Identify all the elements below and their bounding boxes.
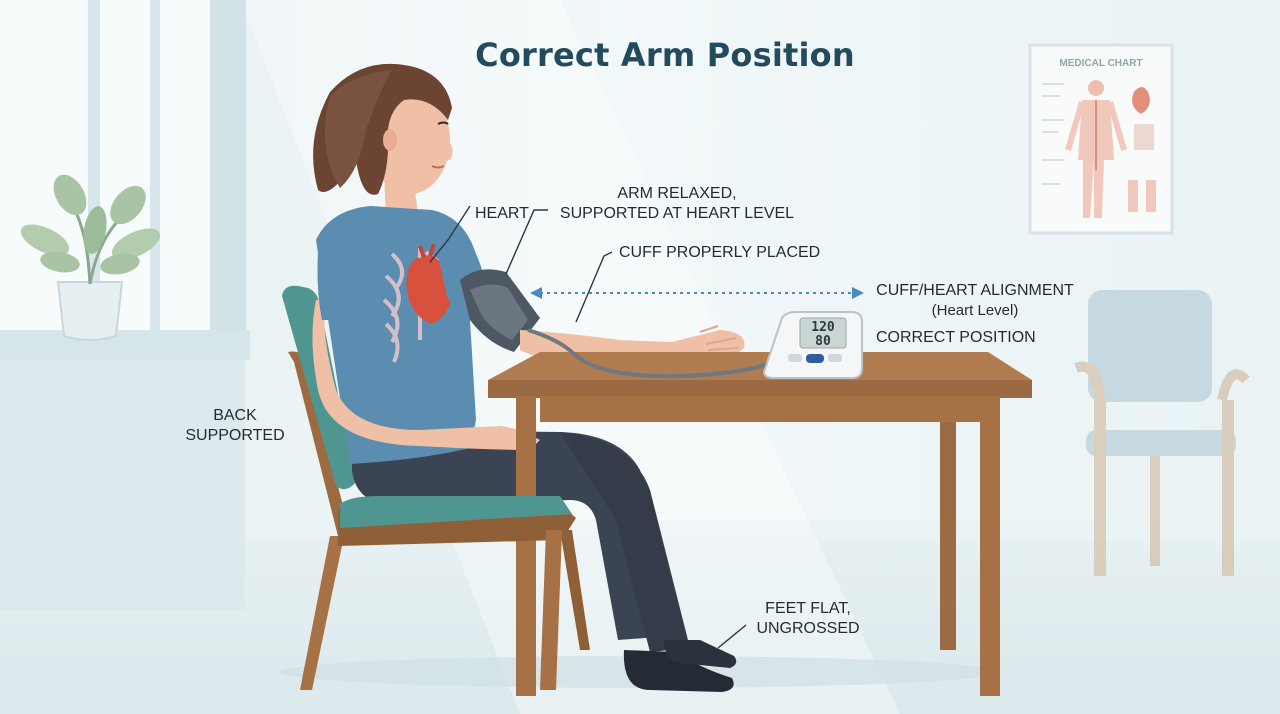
- cuff-tube: [527, 328, 769, 379]
- medical-chart-poster: MEDICAL CHART: [1028, 43, 1174, 235]
- wooden-table: [488, 352, 1032, 696]
- alignment-label: CUFF/HEART ALIGNMENT (Heart Level): [866, 281, 1084, 321]
- back-supported-line1: BACK: [213, 407, 257, 424]
- alignment-line1: CUFF/HEART ALIGNMENT: [876, 282, 1074, 299]
- wooden-chair: [288, 351, 590, 690]
- arm-relaxed-label: ARM RELAXED, SUPPORTED AT HEART LEVEL: [548, 184, 806, 224]
- cuff-leader: [575, 251, 613, 323]
- cuff-placed-label: CUFF PROPERLY PLACED: [619, 244, 821, 261]
- back-supported-label: BACK SUPPORTED: [176, 406, 294, 446]
- arm-relaxed-line2: SUPPORTED AT HEART LEVEL: [559, 205, 795, 222]
- page-title: Correct Arm Position: [475, 36, 855, 74]
- leader-lines: [429, 205, 747, 649]
- seated-woman: [312, 63, 745, 692]
- potted-plant: [20, 174, 161, 341]
- arm-relaxed-line1: ARM RELAXED,: [617, 185, 737, 202]
- feet-flat-line1: FEET FLAT,: [765, 600, 851, 617]
- window: [0, 0, 250, 610]
- feet-leader: [717, 624, 747, 649]
- table-back-leg: [940, 396, 956, 650]
- chair-seat: [338, 496, 576, 690]
- monitor-reading-bottom: 80: [815, 334, 831, 349]
- arm-leader: [505, 209, 548, 275]
- background-chair: [1074, 290, 1250, 576]
- correct-position-label: CORRECT POSITION: [876, 329, 1036, 346]
- feet-flat-label: FEET FLAT, UNGROSSED: [750, 599, 866, 639]
- poster-title: MEDICAL CHART: [1059, 58, 1142, 69]
- feet-flat-line2: UNGROSSED: [756, 620, 860, 637]
- alignment-line2: (Heart Level): [931, 302, 1019, 319]
- monitor-reading-top: 120: [811, 320, 835, 335]
- bp-monitor: 120 80: [762, 311, 863, 379]
- heart-leader: [429, 205, 471, 263]
- alignment-arrow: [530, 287, 864, 299]
- heart-label: HEART: [475, 205, 529, 222]
- back-supported-line2: SUPPORTED: [185, 427, 285, 444]
